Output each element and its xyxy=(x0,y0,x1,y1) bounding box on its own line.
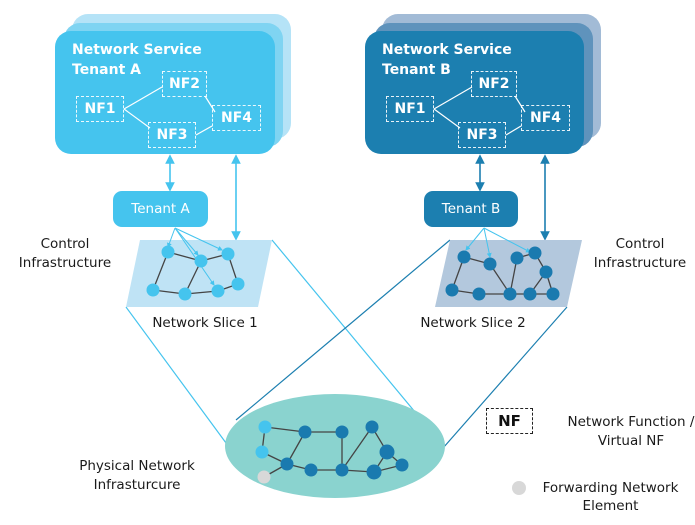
network-node xyxy=(211,284,225,298)
control-arrow xyxy=(174,227,199,256)
slice-2-nodes xyxy=(445,246,560,301)
network-node xyxy=(335,463,349,477)
network-node xyxy=(257,470,271,484)
network-node xyxy=(539,265,553,279)
physical-network-label-line2: Infrasturcure xyxy=(93,477,181,493)
network-node xyxy=(366,464,382,480)
service-title-a-line1: Network Service xyxy=(72,42,202,58)
network-node xyxy=(231,277,245,291)
network-node xyxy=(510,251,524,265)
nf4-b[interactable]: NF4 xyxy=(521,105,570,131)
network-service-tenant-b xyxy=(365,14,601,154)
control-arrow xyxy=(483,227,531,253)
control-arrow xyxy=(174,227,223,251)
network-node xyxy=(546,287,560,301)
nf2-b[interactable]: NF2 xyxy=(471,71,517,97)
network-node xyxy=(146,283,160,297)
slice-1-nodes xyxy=(146,245,245,301)
control-infra-label-b-line2: Infrastructure xyxy=(593,255,687,271)
nf4-a[interactable]: NF4 xyxy=(212,105,261,131)
network-node xyxy=(298,425,312,439)
control-arrow xyxy=(167,227,176,248)
nf1-a[interactable]: NF1 xyxy=(76,96,124,122)
link xyxy=(341,426,373,471)
projection-line xyxy=(125,306,241,463)
network-node xyxy=(457,250,471,264)
network-node xyxy=(255,445,269,459)
network-node xyxy=(280,457,294,471)
nf3-b[interactable]: NF3 xyxy=(458,122,506,148)
link xyxy=(152,251,169,291)
tenant-b-controller[interactable]: Tenant B xyxy=(424,191,518,227)
network-node xyxy=(258,420,272,434)
forwarding-element-icon xyxy=(512,481,526,495)
projection-line xyxy=(435,306,568,457)
physical-network-ellipse xyxy=(225,394,445,498)
physical-network-label-line1: Physical Network xyxy=(79,458,195,474)
service-title-b-line2: Tenant B xyxy=(382,62,451,78)
network-node xyxy=(483,257,497,271)
control-infra-label-a-line1: Control xyxy=(40,236,90,252)
control-infra-label-a-line2: Infrastructure xyxy=(18,255,112,271)
network-node xyxy=(365,420,379,434)
network-node xyxy=(395,458,409,472)
nf2-a[interactable]: NF2 xyxy=(162,71,207,97)
network-node xyxy=(335,425,349,439)
control-arrow xyxy=(483,227,492,258)
network-node xyxy=(379,444,395,460)
network-node xyxy=(161,245,175,259)
control-arrow xyxy=(465,227,485,251)
slice-1-control-arrows xyxy=(167,227,223,286)
network-node xyxy=(445,283,459,297)
network-node xyxy=(304,463,318,477)
network-service-tenant-a xyxy=(55,14,291,154)
network-node xyxy=(503,287,517,301)
network-node xyxy=(472,287,486,301)
legend-nf-box: NF xyxy=(486,408,533,434)
network-slice-2-label: Network Slice 2 xyxy=(420,315,526,331)
network-node xyxy=(221,247,235,261)
physical-nodes xyxy=(255,420,409,484)
service-title-a-line2: Tenant A xyxy=(72,62,141,78)
projection-line xyxy=(235,239,451,421)
nf3-a[interactable]: NF3 xyxy=(148,122,196,148)
network-node xyxy=(523,287,537,301)
projection-line xyxy=(271,239,421,419)
legend-fwd-desc-line2: Element xyxy=(582,498,639,514)
legend-nf-desc-line2: Virtual NF xyxy=(597,433,665,449)
legend-fwd-desc-line1: Forwarding Network xyxy=(542,480,679,496)
nf-links xyxy=(123,86,216,136)
network-slice-1-label: Network Slice 1 xyxy=(152,315,258,331)
control-arrow xyxy=(174,227,215,286)
tenant-a-controller[interactable]: Tenant A xyxy=(113,191,208,227)
network-node xyxy=(178,287,192,301)
network-node xyxy=(528,246,542,260)
service-title-b-line1: Network Service xyxy=(382,42,512,58)
nf-links xyxy=(433,86,526,136)
service-card-front xyxy=(55,31,275,154)
service-card-front xyxy=(365,31,584,154)
network-node xyxy=(194,254,208,268)
nf1-b[interactable]: NF1 xyxy=(386,96,434,122)
network-slice-1-plane xyxy=(126,240,272,307)
link xyxy=(264,426,306,433)
network-slice-2-plane xyxy=(435,240,582,307)
slice-2-control-arrows xyxy=(465,227,531,258)
control-infra-label-b-line1: Control xyxy=(615,236,665,252)
legend-nf-desc-line1: Network Function / xyxy=(567,414,695,430)
